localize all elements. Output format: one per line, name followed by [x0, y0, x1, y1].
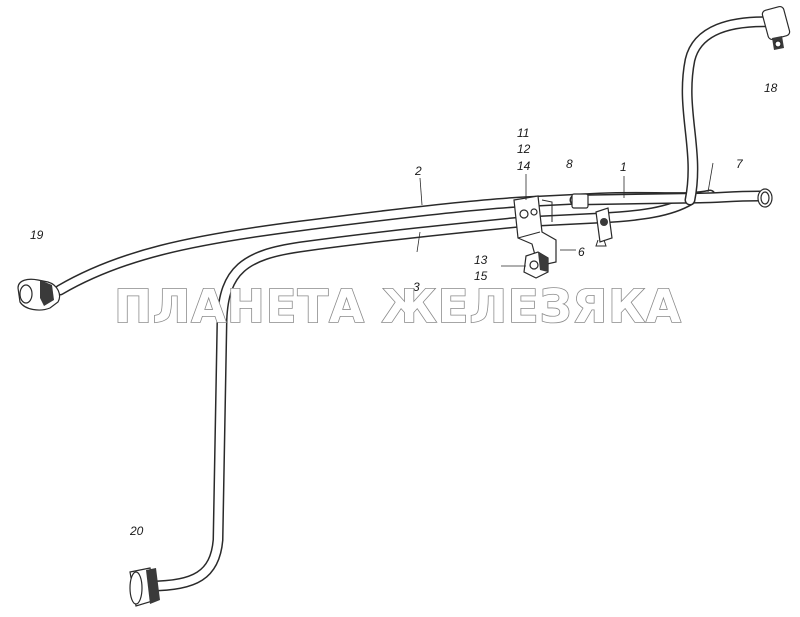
sleeve-8	[571, 193, 589, 209]
fitting-18	[761, 5, 791, 50]
callout-19: 19	[30, 228, 44, 242]
nut-13-15	[523, 251, 549, 279]
pipe-2	[54, 189, 716, 296]
callout-20: 20	[129, 524, 144, 538]
clamp-6	[595, 207, 613, 247]
callout-6: 6	[578, 245, 585, 259]
bracket-assembly	[513, 195, 557, 267]
callout-12: 12	[517, 142, 531, 156]
pipe-3	[144, 194, 696, 592]
fitting-19	[17, 278, 61, 311]
callout-13: 13	[474, 253, 488, 267]
callout-2: 2	[414, 164, 422, 178]
callout-7: 7	[736, 157, 744, 171]
pipe-1	[569, 16, 781, 206]
callout-1: 1	[620, 160, 627, 174]
callout-11: 11	[517, 126, 529, 140]
callout-8: 8	[566, 157, 573, 171]
pipe-open-end	[757, 188, 773, 208]
watermark-text: ПЛАНЕТА ЖЕЛЕЗЯКА	[114, 280, 682, 333]
fitting-20	[129, 567, 160, 607]
callout-15: 15	[474, 269, 488, 283]
callout-3: 3	[413, 280, 420, 294]
callout-14: 14	[517, 159, 531, 173]
callout-18: 18	[764, 81, 778, 95]
leader-lines	[416, 162, 714, 267]
